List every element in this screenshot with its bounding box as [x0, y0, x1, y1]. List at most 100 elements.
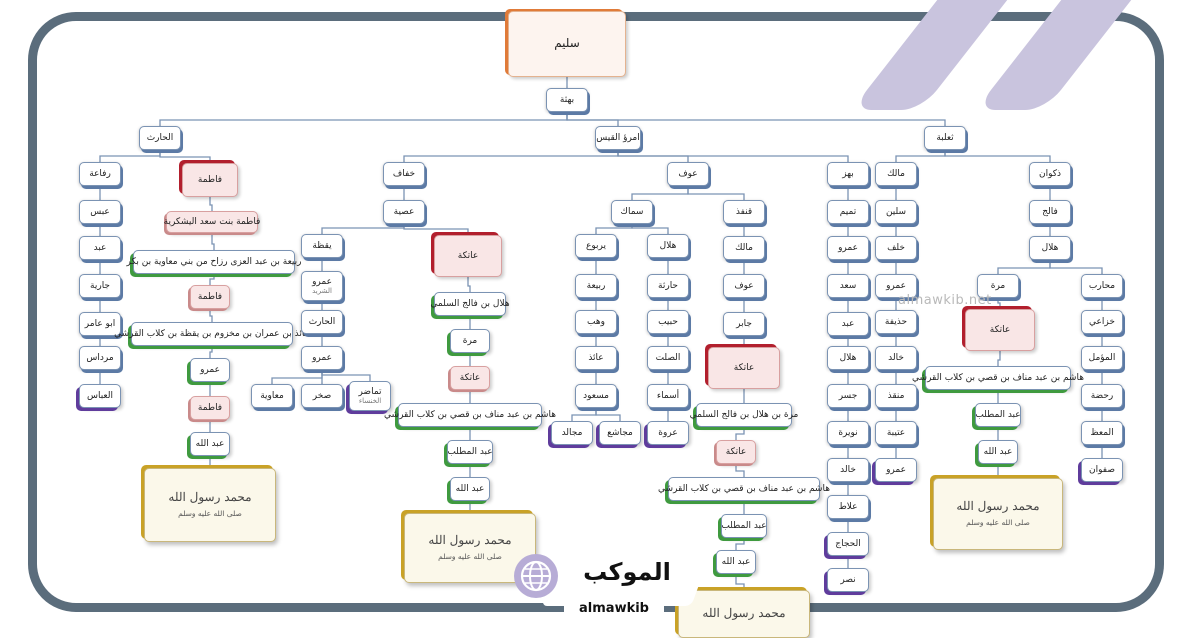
tree-node: حارثة: [647, 274, 689, 298]
tree-node-label: محمد رسول الله: [702, 606, 786, 621]
tree-node-label: عتيبة: [886, 427, 906, 438]
connector-line: [321, 370, 371, 381]
connector-line: [735, 538, 745, 550]
connector-line: [735, 464, 745, 477]
tree-node: مجاشع: [599, 421, 641, 445]
connector-line: [159, 112, 568, 126]
tree-node: رحضة: [1081, 384, 1123, 408]
tree-node: خزاعي: [1081, 310, 1123, 334]
tree-node-sublabel: الخنساء: [358, 397, 382, 406]
tree-node: عمرو: [875, 458, 917, 482]
tree-node: صفوان: [1081, 458, 1123, 482]
tree-node-label: هلال بن فالج السلمي: [430, 298, 510, 309]
tree-node-label: حبيب: [658, 316, 678, 327]
tree-node: محارب: [1081, 274, 1123, 298]
tree-node: يربوع: [575, 234, 617, 258]
connector-line: [403, 150, 619, 162]
tree-node-label: نويرة: [838, 427, 858, 438]
connector-line: [595, 408, 621, 421]
tree-node-label: حارثة: [658, 280, 678, 291]
tree-node: عمرو: [301, 346, 343, 370]
tree-node: المعظ: [1081, 421, 1123, 445]
tree-node-label: عبد المطلب: [447, 446, 493, 457]
tree-node: عبد الله: [190, 432, 230, 456]
connector-line: [209, 346, 213, 358]
connector-line: [997, 260, 1051, 274]
connector-line: [997, 298, 1001, 309]
tree-node-label: معاوية: [260, 390, 284, 401]
tree-node: عبد المطلب: [721, 514, 767, 538]
tree-node-label: مرداس: [86, 352, 114, 363]
tree-node-label: العباس: [86, 390, 114, 401]
tree-node: منقذ: [875, 384, 917, 408]
tree-node-label: عمرو: [312, 276, 332, 287]
connector-line: [735, 427, 745, 440]
tree-node: عاتكة: [434, 235, 502, 277]
tree-node: حبيب: [647, 310, 689, 334]
tree-node: عوف: [723, 274, 765, 298]
tree-node-label: ربيعة: [586, 280, 606, 291]
tree-node-label: صفوان: [1089, 464, 1115, 475]
connector-line: [631, 224, 669, 234]
tree-node-label: هلال: [1041, 242, 1059, 253]
tree-node-label: هلال: [659, 240, 677, 251]
site-logo[interactable]: الموكب almawkib: [508, 552, 709, 628]
tree-node-label: خفاف: [392, 168, 416, 179]
tree-node-label: خزاعي: [1089, 316, 1115, 327]
tree-node: عصية: [383, 200, 425, 224]
tree-node: عبد المطلب: [975, 403, 1021, 427]
tree-node-label: رفاعة: [89, 168, 111, 179]
tree-node: بهز: [827, 162, 869, 186]
tree-node: ثعلبة: [924, 126, 966, 150]
tree-node-label: سماك: [620, 206, 644, 217]
connector-line: [735, 574, 745, 590]
tree-node-label: عاتكة: [733, 362, 755, 373]
tree-node-label: سليم: [554, 36, 580, 51]
tree-node: عمرو: [875, 274, 917, 298]
tree-node: عتيبة: [875, 421, 917, 445]
tree-node: خفاف: [383, 162, 425, 186]
tree-node-label: قنفذ: [735, 206, 753, 217]
tree-node-label: هاشم بن عبد مناف بن قصي بن كلاب القرشي: [658, 483, 830, 494]
tree-node-label: خلف: [887, 242, 905, 253]
tree-node: مرة: [450, 329, 490, 353]
tree-node: هاشم بن عبد مناف بن قصي بن كلاب القرشي: [912, 366, 1084, 390]
tree-node-label: تماضر: [358, 386, 382, 397]
tree-node: عبد: [827, 312, 869, 336]
logo-arabic-text: الموكب: [583, 558, 671, 586]
tree-node: صخر: [301, 384, 343, 408]
tree-node: عمرو: [190, 358, 230, 382]
tree-node-label: نصر: [840, 574, 856, 585]
tree-node-label: خالد: [888, 352, 904, 363]
tree-node-label: بهثة: [559, 94, 575, 105]
connector-line: [595, 224, 633, 234]
tree-node-label: الصلت: [655, 352, 681, 363]
tree-node-label: مسعود: [583, 390, 609, 401]
tree-node: هلال: [647, 234, 689, 258]
tree-node-label: عبد المطلب: [975, 409, 1021, 420]
tree-node-label: محمد رسول الله: [168, 490, 252, 505]
tree-node-label: عاتكة: [457, 250, 479, 261]
tree-node-label: سعد: [839, 280, 857, 291]
tree-node-label: عبد المطلب: [721, 520, 767, 531]
tree-node-label: الحارث: [308, 316, 336, 327]
tree-node: أسماء: [647, 384, 689, 408]
tree-node: ربيعة بن عبد العزى رزاح من بني معاوية بن…: [126, 250, 302, 274]
tree-node-label: بهز: [842, 168, 854, 179]
tree-node: سماك: [611, 200, 653, 224]
tree-node-label: عمرو: [200, 364, 220, 375]
tree-node-sublabel: الشريد: [312, 287, 332, 296]
tree-node-sublabel: صلى الله عليه وسلم: [438, 552, 502, 562]
tree-node: ذكوان: [1029, 162, 1071, 186]
tree-node-label: جسر: [838, 390, 858, 401]
tree-node: خالد: [827, 458, 869, 482]
tree-node: وهب: [575, 310, 617, 334]
connector-line: [566, 112, 946, 126]
tree-node-label: مرة: [462, 335, 478, 346]
connector-line: [271, 370, 323, 384]
tree-node: عوف: [667, 162, 709, 186]
connector-line: [159, 150, 211, 163]
tree-node: مرة: [977, 274, 1019, 298]
